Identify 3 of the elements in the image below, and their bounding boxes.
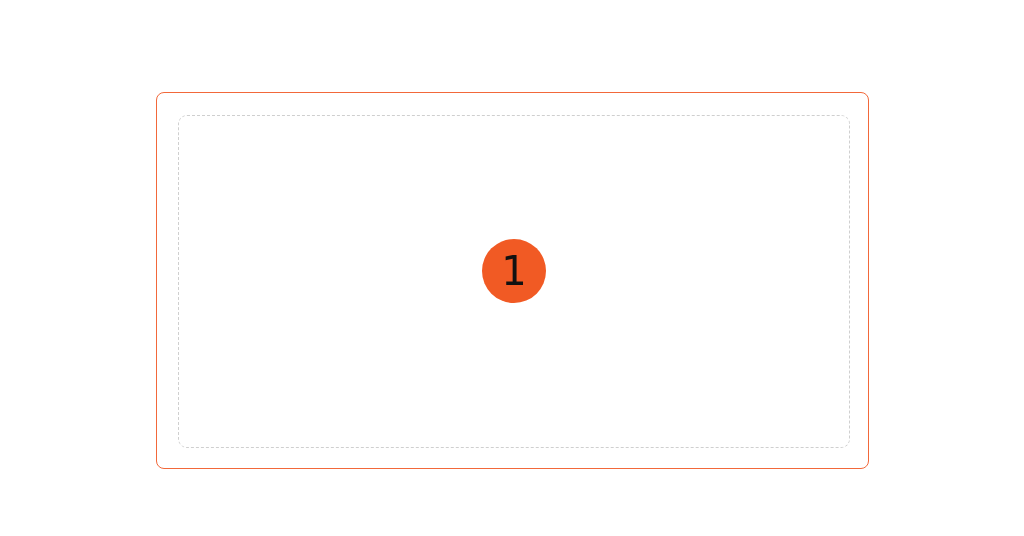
callout-number: 1 <box>500 247 528 296</box>
outer-frame <box>156 92 869 469</box>
inner-dashed-frame <box>178 115 850 448</box>
